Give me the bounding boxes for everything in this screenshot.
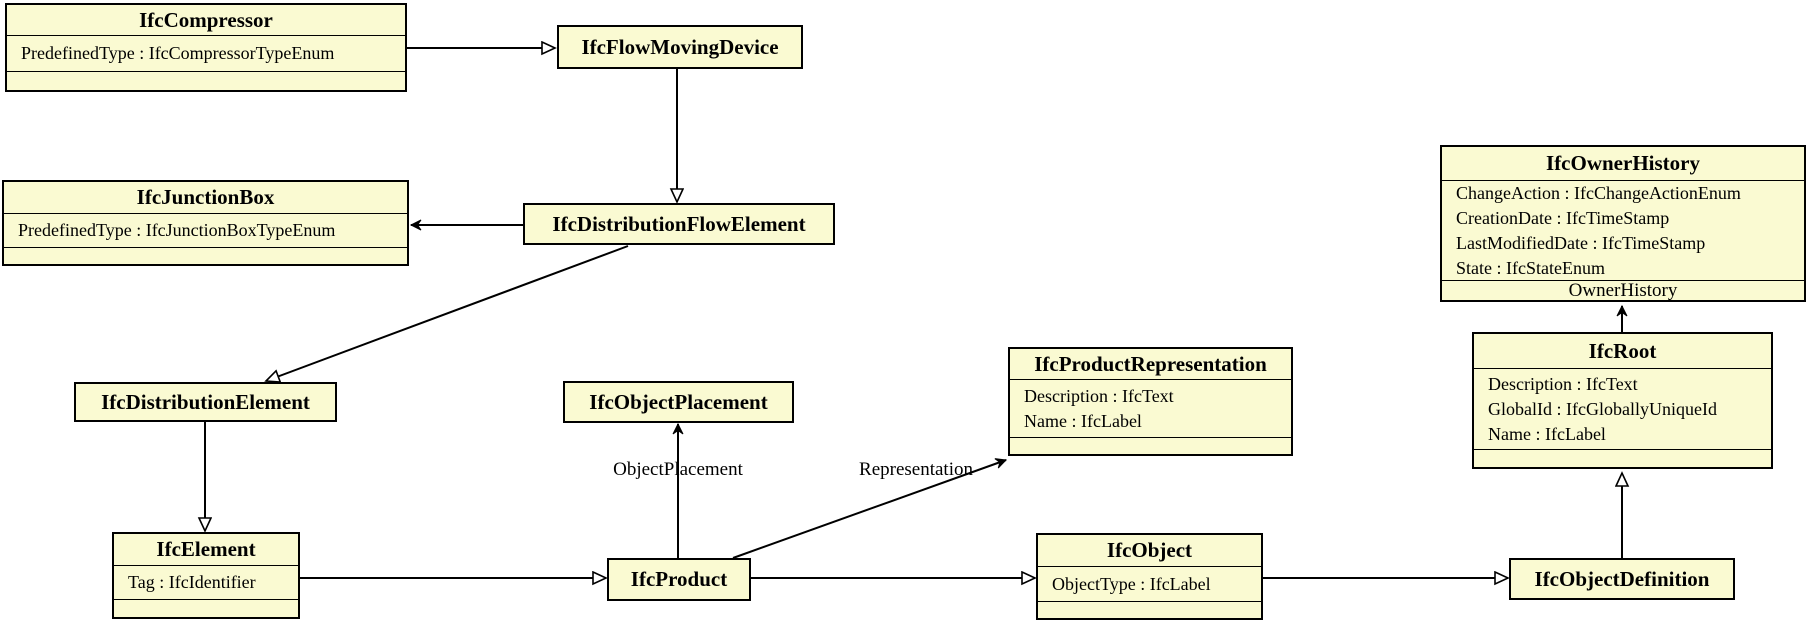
class-ifcownerhistory: IfcOwnerHistory ChangeAction : IfcChange… bbox=[1440, 145, 1806, 302]
class-attribute: GlobalId : IfcGloballyUniqueId bbox=[1488, 398, 1717, 419]
class-title: IfcJunctionBox bbox=[136, 185, 275, 209]
class-title: IfcRoot bbox=[1588, 338, 1657, 363]
class-title: IfcObject bbox=[1106, 538, 1193, 562]
edge-product-to-productrepresentation bbox=[732, 458, 1008, 559]
class-title: IfcObjectPlacement bbox=[589, 389, 768, 414]
class-attribute: ChangeAction : IfcChangeActionEnum bbox=[1456, 182, 1741, 203]
class-attribute: PredefinedType : IfcJunctionBoxTypeEnum bbox=[18, 220, 336, 240]
class-ifccompressor: IfcCompressor PredefinedType : IfcCompre… bbox=[5, 3, 407, 92]
edge-label-representation: Representation bbox=[859, 459, 973, 480]
class-ifcobjectplacement: IfcObjectPlacement bbox=[563, 381, 794, 423]
class-title: IfcObjectDefinition bbox=[1534, 566, 1710, 591]
class-ifcobjectdefinition: IfcObjectDefinition bbox=[1509, 558, 1735, 600]
edge-distributionflowelement-to-distributionelement bbox=[266, 245, 629, 381]
class-attributes: PredefinedType : IfcJunctionBoxTypeEnum bbox=[4, 213, 407, 247]
class-title: IfcProductRepresentation bbox=[1034, 351, 1267, 376]
class-ifcroot: IfcRoot Description : IfcText GlobalId :… bbox=[1472, 332, 1773, 469]
class-attributes: Tag : IfcIdentifier bbox=[114, 565, 298, 599]
class-ifcjunctionbox: IfcJunctionBox PredefinedType : IfcJunct… bbox=[2, 180, 409, 266]
class-attribute: CreationDate : IfcTimeStamp bbox=[1456, 207, 1670, 228]
class-attributes: ChangeAction : IfcChangeActionEnum Creat… bbox=[1442, 180, 1804, 280]
class-title: IfcProduct bbox=[630, 567, 728, 591]
class-attribute: Name : IfcLabel bbox=[1024, 410, 1142, 431]
class-ifcelement: IfcElement Tag : IfcIdentifier bbox=[112, 532, 300, 619]
class-attributes: Description : IfcText Name : IfcLabel bbox=[1010, 379, 1291, 437]
class-attributes: Description : IfcText GlobalId : IfcGlob… bbox=[1474, 368, 1771, 449]
class-attributes: ObjectType : IfcLabel bbox=[1038, 566, 1261, 601]
class-title: IfcOwnerHistory bbox=[1546, 151, 1700, 175]
class-attributes: PredefinedType : IfcCompressorTypeEnum bbox=[7, 35, 405, 71]
class-empty-compartment bbox=[114, 599, 298, 617]
class-attribute: State : IfcStateEnum bbox=[1456, 257, 1605, 278]
class-ifcobject: IfcObject ObjectType : IfcLabel bbox=[1036, 533, 1263, 620]
edge-label-ownerhistory: OwnerHistory bbox=[1442, 280, 1804, 301]
class-title: IfcFlowMovingDevice bbox=[581, 34, 779, 59]
class-attribute: Name : IfcLabel bbox=[1488, 423, 1606, 444]
class-attribute: ObjectType : IfcLabel bbox=[1052, 573, 1211, 594]
class-empty-compartment bbox=[1038, 601, 1261, 618]
class-title: IfcCompressor bbox=[139, 7, 273, 32]
class-empty-compartment bbox=[4, 247, 407, 264]
class-attribute: LastModifiedDate : IfcTimeStamp bbox=[1456, 232, 1706, 253]
class-title: IfcDistributionFlowElement bbox=[552, 211, 806, 236]
class-title: IfcDistributionElement bbox=[101, 389, 310, 414]
class-attribute: Tag : IfcIdentifier bbox=[128, 572, 256, 592]
class-attribute: Description : IfcText bbox=[1024, 385, 1174, 406]
class-ifcproductrepresentation: IfcProductRepresentation Description : I… bbox=[1008, 347, 1293, 456]
class-attribute: PredefinedType : IfcCompressorTypeEnum bbox=[21, 43, 335, 63]
class-empty-compartment bbox=[7, 71, 405, 90]
class-ifcflowmovingdevice: IfcFlowMovingDevice bbox=[557, 25, 803, 69]
class-empty-compartment bbox=[1474, 449, 1771, 467]
class-ifcdistributionflowelement: IfcDistributionFlowElement bbox=[523, 203, 835, 245]
class-ifcdistributionelement: IfcDistributionElement bbox=[74, 382, 337, 422]
class-attribute: Description : IfcText bbox=[1488, 373, 1638, 394]
class-ifcproduct: IfcProduct bbox=[607, 558, 751, 601]
class-title: IfcElement bbox=[156, 537, 256, 561]
edge-label-objectplacement: ObjectPlacement bbox=[613, 459, 743, 480]
class-empty-compartment bbox=[1010, 437, 1291, 454]
